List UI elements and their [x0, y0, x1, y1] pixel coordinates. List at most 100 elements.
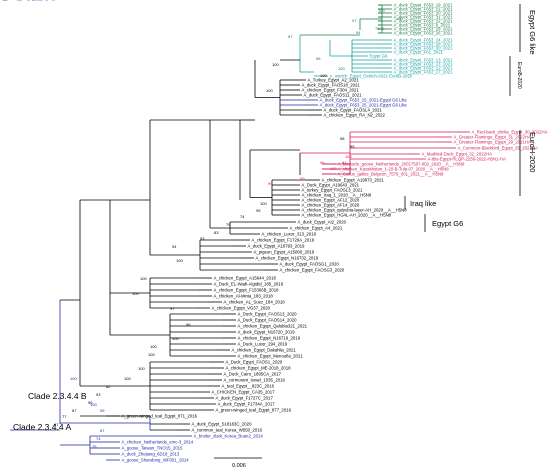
leaf-label: A_goose_Taiwan_TNO15_2015 [122, 446, 184, 451]
leaf-label: Egypt G6 [370, 54, 389, 59]
bootstrap-label: 76 [375, 26, 380, 31]
leaf-label: A_teal_Egypt__823C_2016 [222, 384, 275, 389]
bootstrap-label: 100 [320, 73, 327, 78]
bootstrap-label: 85 [350, 144, 355, 149]
bootstrap-label: 97 [352, 18, 357, 23]
leaf-label: A_broiler_duck_Korea_Buan2_2014 [194, 434, 264, 439]
leaf-label: A_duck_Egypt_F1727C_2017 [216, 396, 274, 401]
bootstrap-label: 77 [62, 414, 67, 419]
bootstrap-label: 100 [260, 201, 267, 206]
leaf-label: A_Red-back_shrike_Egypt_30_2022HA [472, 130, 548, 135]
leaf-label: A_duck_Egypt_FAOSG1_2020 [280, 262, 340, 267]
bootstrap-label: 90 [268, 181, 273, 186]
leaf-label: A_chicken_Egypt_FAOSG3_2020 [280, 268, 345, 273]
bootstrap-label: 96 [88, 400, 93, 405]
leaf-label: A_duck_Egypt_F653_9_2021 [394, 23, 451, 28]
leaf-label: A_duck_Egypt_F653_27_2021 [394, 70, 454, 75]
leaf-label: A_duck_Egypt_F653_29_2021 [394, 27, 454, 32]
leaf-label: A_duck_Egypt_FAOS11_2021 [304, 93, 363, 98]
leaf-label: A_Duck_Egypt_FAOS14_2020 [238, 318, 298, 323]
bootstrap-label: 99 [256, 208, 261, 213]
leaf-label: A_duck_Egypt_FAOSL4_2021 [324, 108, 383, 113]
bootstrap-label: 96 [316, 56, 321, 61]
leaf-label: A_duck_Egypt_F653_24_2021 [394, 38, 454, 43]
bootstrap-label: 98 [340, 136, 345, 141]
bootstrap-label: 100 [338, 66, 345, 71]
leaf-label: A_chicken_Egypt_F304_2021 [302, 88, 360, 93]
leaf-label: A_cormorant_Israel_1035_2016 [224, 378, 286, 383]
leaf-label: A_chicken_Egypt_Menoufia_2021 [238, 354, 304, 359]
leaf-label: A_Common-Blackbird_Egypt_26_2021HA [458, 146, 538, 151]
tree-branches [10, 4, 470, 461]
leaf-label: A_Turkey_Egypt_A2_2021 [308, 78, 360, 83]
leaf-label: A_common_teal_Korea_W550_2016 [192, 428, 263, 433]
bootstrap-label: 100 [378, 8, 385, 13]
leaf-label: A-Ibis-Egypt-RLQP-2259-2022-H5N1-HA [428, 157, 506, 162]
bootstrap-label: 100 [138, 366, 145, 371]
leaf-label: A_Duck_Egypt_A19643_2021 [302, 183, 360, 188]
leaf-label: A_duck_Egypt_F653_19_2021 [394, 3, 454, 8]
leaf-label: A_chicken_Egypt_A4_2021 [290, 226, 343, 231]
bootstrap-label: 99 [100, 408, 105, 413]
bootstrap-label: 75 [92, 444, 97, 449]
leaf-label: A_Duck_EL-Wadi-Algidid_185_2018 [214, 282, 284, 287]
bootstrap-label: 83 [214, 230, 219, 235]
bootstrap-label: 94 [356, 30, 361, 35]
clade-label-a: Clade 2.3.4.4 A [13, 422, 71, 432]
bootstrap-label: 87 [288, 34, 293, 39]
leaf-label: A_duck_Egypt_A16793_2019 [248, 244, 305, 249]
leaf-label: A_green-winged_teal_Egypt_877_2016 [216, 408, 292, 413]
leaf-label: A_Duck_Cairo_1895CA_2017 [224, 372, 282, 377]
leaf-label: A_chicken_AL_Suez_184_2018 [224, 300, 286, 305]
leaf-label: A_duck_Egypt_F653_31_2021 [394, 15, 454, 20]
bootstrap-label: 67 [342, 160, 347, 165]
bootstrap-label: 93 [200, 236, 205, 241]
leaf-label: A_chicken_Egypt_HG4L-AH_2020__A__H5N8 [302, 213, 392, 218]
leaf-label: A_mallard_Shanghai_SH-9_2013 [0, 0, 65, 1]
leaf-label: A_chicken_Egypt_A19673_2021 [322, 178, 385, 183]
leaf-label: A_duck_Egypt_F653_20_2021 [394, 11, 454, 16]
leaf-label: A_chicken_Egypt_VG37_2020 [212, 306, 271, 311]
leaf-label: A_Duck_Luxor_294_2019 [238, 342, 288, 347]
leaf-label: A_chicken_Egypt_A15644_2018 [214, 276, 277, 281]
bootstrap-label: 79 [226, 222, 231, 227]
leaf-label: A_ostrich_Egypt_Ostrich-2021-EuroB-2020 [330, 74, 413, 79]
bar-label-g6like: Egypt G6 like [528, 10, 537, 55]
leaf-label: A_duck_Egypt_F653_15_2021-Egypt G6 Like [320, 98, 408, 103]
leaf-label: A_chicken_Egypt_AF14_2020 [302, 203, 360, 208]
leaf-label: A_duck_Egypt_F653_25_2021-Egypt G6 Like [320, 103, 408, 108]
bootstrap-label: 100 [272, 62, 279, 67]
leaf-label: A_duck_Egypt_F61_2021 [394, 50, 444, 55]
bootstrap-label: 100 [150, 344, 157, 349]
bootstrap-label: 100 [90, 402, 97, 407]
leaf-label: A_chicken_Egypt_N16732_2019 [256, 256, 319, 261]
bootstrap-label: 94 [172, 244, 177, 249]
leaf-label: A_Greater-Flamingo_Egypt_29_2021HA [454, 140, 532, 145]
leaf-label: A_duck_Egypt_N16720_2019 [238, 330, 296, 335]
leaf-label: A_duck_Egypt_F653_13_2021 [394, 58, 454, 63]
bar-label-g6: Egypt G6 [432, 219, 463, 228]
leaf-label: A_chicken_Kazakhstan_1-20-B-Tulp-07_2020… [338, 167, 450, 172]
leaf-label: A_chicken_Netherlands_emc-3_2014 [122, 440, 194, 445]
leaf-label: A_goose_Jiangsu_QD5_2014 [0, 0, 58, 1]
leaf-label: A_chicken_Luxor_313_2019 [262, 232, 317, 237]
leaf-label: A_duck_Egypt_F653_23_2021 [394, 62, 454, 67]
bootstrap-label: 99 [300, 176, 305, 181]
clade-label-b: Clade 2.3.4.4 B [28, 391, 87, 401]
leaf-label: A_duck_Egypt_F653_26_2021 [394, 31, 454, 36]
bootstrap-label: 100 [70, 376, 77, 381]
leaf-label: A_duck_Egypt_F653_22_2021 [394, 19, 454, 24]
bootstrap-label: 100 [132, 291, 139, 296]
bootstrap-label: 100 [124, 376, 131, 381]
leaf-label: A_Greater-Flamingo_Egypt_31_2022HA [454, 135, 532, 140]
bootstrap-label: 100 [330, 166, 337, 171]
leaf-label: A_pigeon_Egypt_A15800_2019 [254, 250, 315, 255]
bootstrap-label: 93 [96, 392, 101, 397]
leaf-label: A_duck_Egypt_S18183C_2020 [192, 422, 253, 427]
leaf-label: A_CHICKEN_Egypt_CA35_2017 [212, 390, 276, 395]
bootstrap-label: 96 [320, 160, 325, 165]
bar-label-euroh: EuroH-2020 [528, 132, 537, 172]
leaf-label: A_Duck_Egypt_FAOS13_2020 [238, 312, 298, 317]
